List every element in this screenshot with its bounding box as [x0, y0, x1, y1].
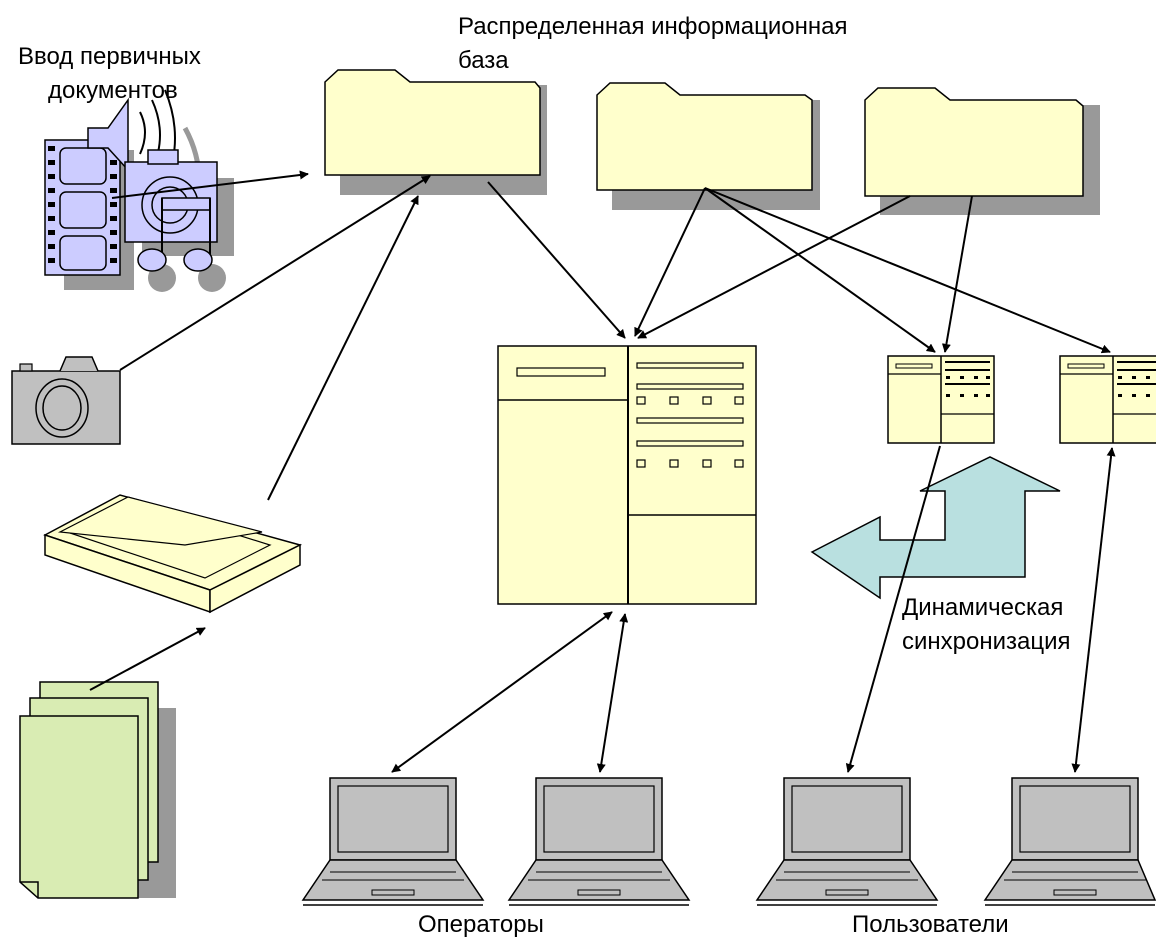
arrow-multimedia-to-folder [111, 170, 309, 199]
camera-icon [11, 356, 121, 445]
arrow-camera-to-folder [119, 175, 431, 371]
folder-icon-3 [864, 87, 1100, 215]
arrow-folder2-to-user-server-2 [704, 187, 1111, 354]
arrow-server-operator-1 [391, 611, 613, 773]
laptop-icon-user-2 [983, 777, 1156, 906]
arrow-folder2-to-user-server-1 [704, 187, 936, 353]
arrow-server-operator-2 [596, 613, 629, 773]
arrow-folder3-to-user-server-1 [941, 195, 973, 353]
scanner-icon [43, 494, 303, 614]
arrow-documents-to-scanner [89, 627, 206, 691]
sync-label-line2: синхронизация [902, 628, 1071, 655]
arrow-scanner-to-folder [267, 195, 419, 501]
main-server-icon [497, 345, 757, 605]
user-server-icon-2 [1059, 355, 1156, 444]
arrow-folder1-to-server [487, 181, 626, 339]
sync-label-line1: Динамическая [902, 594, 1064, 621]
arrow-folder3-to-server [637, 195, 911, 339]
input-label-line1: Ввод первичных [18, 43, 201, 70]
laptop-icon-operator-1 [301, 777, 485, 906]
arrow-folder2-to-server [634, 187, 706, 337]
users-label: Пользователи [852, 911, 1009, 938]
input-label-line2: документов [48, 77, 178, 104]
db-label-line1: Распределенная информационная [458, 13, 848, 40]
laptop-icon-operator-2 [507, 777, 691, 906]
db-label-line2: база [458, 47, 509, 74]
folder-icon-1 [324, 69, 547, 195]
arrow-user-server-2-user-2 [1071, 447, 1116, 773]
documents-icon [19, 681, 176, 899]
laptop-icon-user-1 [755, 777, 939, 906]
operators-label: Операторы [418, 911, 544, 938]
folder-icon-2 [596, 82, 820, 210]
user-server-icon-1 [887, 355, 995, 444]
arrow-user-server-1-to-user-1 [845, 445, 941, 773]
multimedia-icon [44, 89, 234, 292]
sync-arrow-shape [810, 456, 1061, 600]
